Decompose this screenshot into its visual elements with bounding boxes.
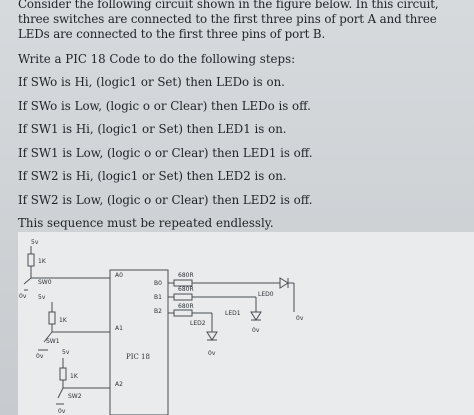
led-0 [279,277,289,289]
pullup-label-1: 1K [59,317,68,324]
intro-paragraph: Consider the following circuit shown in … [18,0,439,41]
step-6: If SW2 is Low, (logic o or Clear) then L… [18,192,313,207]
supply-label-2: 5v [62,349,70,356]
led-label-0: LED0 [258,291,274,298]
led-label-1: LED1 [225,310,241,317]
resistor-label-0: 680R [178,272,194,279]
switch-2 [57,387,64,399]
resistor-label-1: 680R [178,286,194,293]
pullup-label-0: 1K [38,258,47,265]
switch-1 [43,331,53,343]
step-2: If SWo is Low, (logic o or Clear) then L… [18,98,311,113]
circuit-diagram: PIC 18 A0 A1 A2 B0 B1 B2 5v 1K SW0 0v 5v… [18,232,474,415]
pin-b2: B2 [154,308,162,315]
pin-a1: A1 [115,325,123,332]
resistor-1 [173,293,193,301]
question-text: Consider the following circuit shown in … [18,0,468,231]
led-ground-2: 0v [208,350,216,357]
step-5: If SW2 is Hi, (logic1 or Set) then LED2 … [18,169,287,183]
ground-label-0: 0v [19,293,27,300]
switch-label-2: SW2 [68,393,82,400]
supply-label-1: 5v [38,294,46,301]
led-2 [206,331,218,341]
pullup-resistor-2 [59,367,67,381]
circuit-svg: PIC 18 A0 A1 A2 B0 B1 B2 5v 1K SW0 0v 5v… [19,239,304,415]
led-label-2: LED2 [190,320,206,327]
pullup-resistor-0 [27,253,35,267]
led-ground-1: 0v [252,327,260,334]
pin-b0: B0 [154,280,162,287]
switch-0 [23,277,32,285]
supply-label-0: 5v [31,239,39,246]
pullup-resistor-1 [48,311,56,325]
pin-a2: A2 [115,381,123,388]
pullup-label-2: 1K [70,373,79,380]
steps-list: If SWo is Hi, (logic1 or Set) then LEDo … [18,75,468,216]
ground-label-2: 0v [58,408,66,415]
repeat-line: This sequence must be repeated endlessly… [18,216,274,230]
ground-label-1: 0v [36,353,44,360]
task-line: Write a PIC 18 Code to do the following … [18,52,296,66]
switch-label-0: SW0 [38,279,52,286]
switch-label-1: SW1 [46,338,60,345]
pic-chip [109,269,169,415]
led-1 [250,311,262,321]
step-4: If SW1 is Low, (logic o or Clear) then L… [18,145,313,160]
pin-a0: A0 [115,272,123,279]
chip-label: PIC 18 [126,353,150,361]
resistor-label-2: 680R [178,303,194,310]
step-3: If SW1 is Hi, (logic1 or Set) then LED1 … [18,122,287,136]
step-1: If SWo is Hi, (logic1 or Set) then LEDo … [18,75,285,89]
resistor-2 [173,309,193,317]
pin-b1: B1 [154,294,162,301]
led-ground-0: 0v [296,315,304,322]
